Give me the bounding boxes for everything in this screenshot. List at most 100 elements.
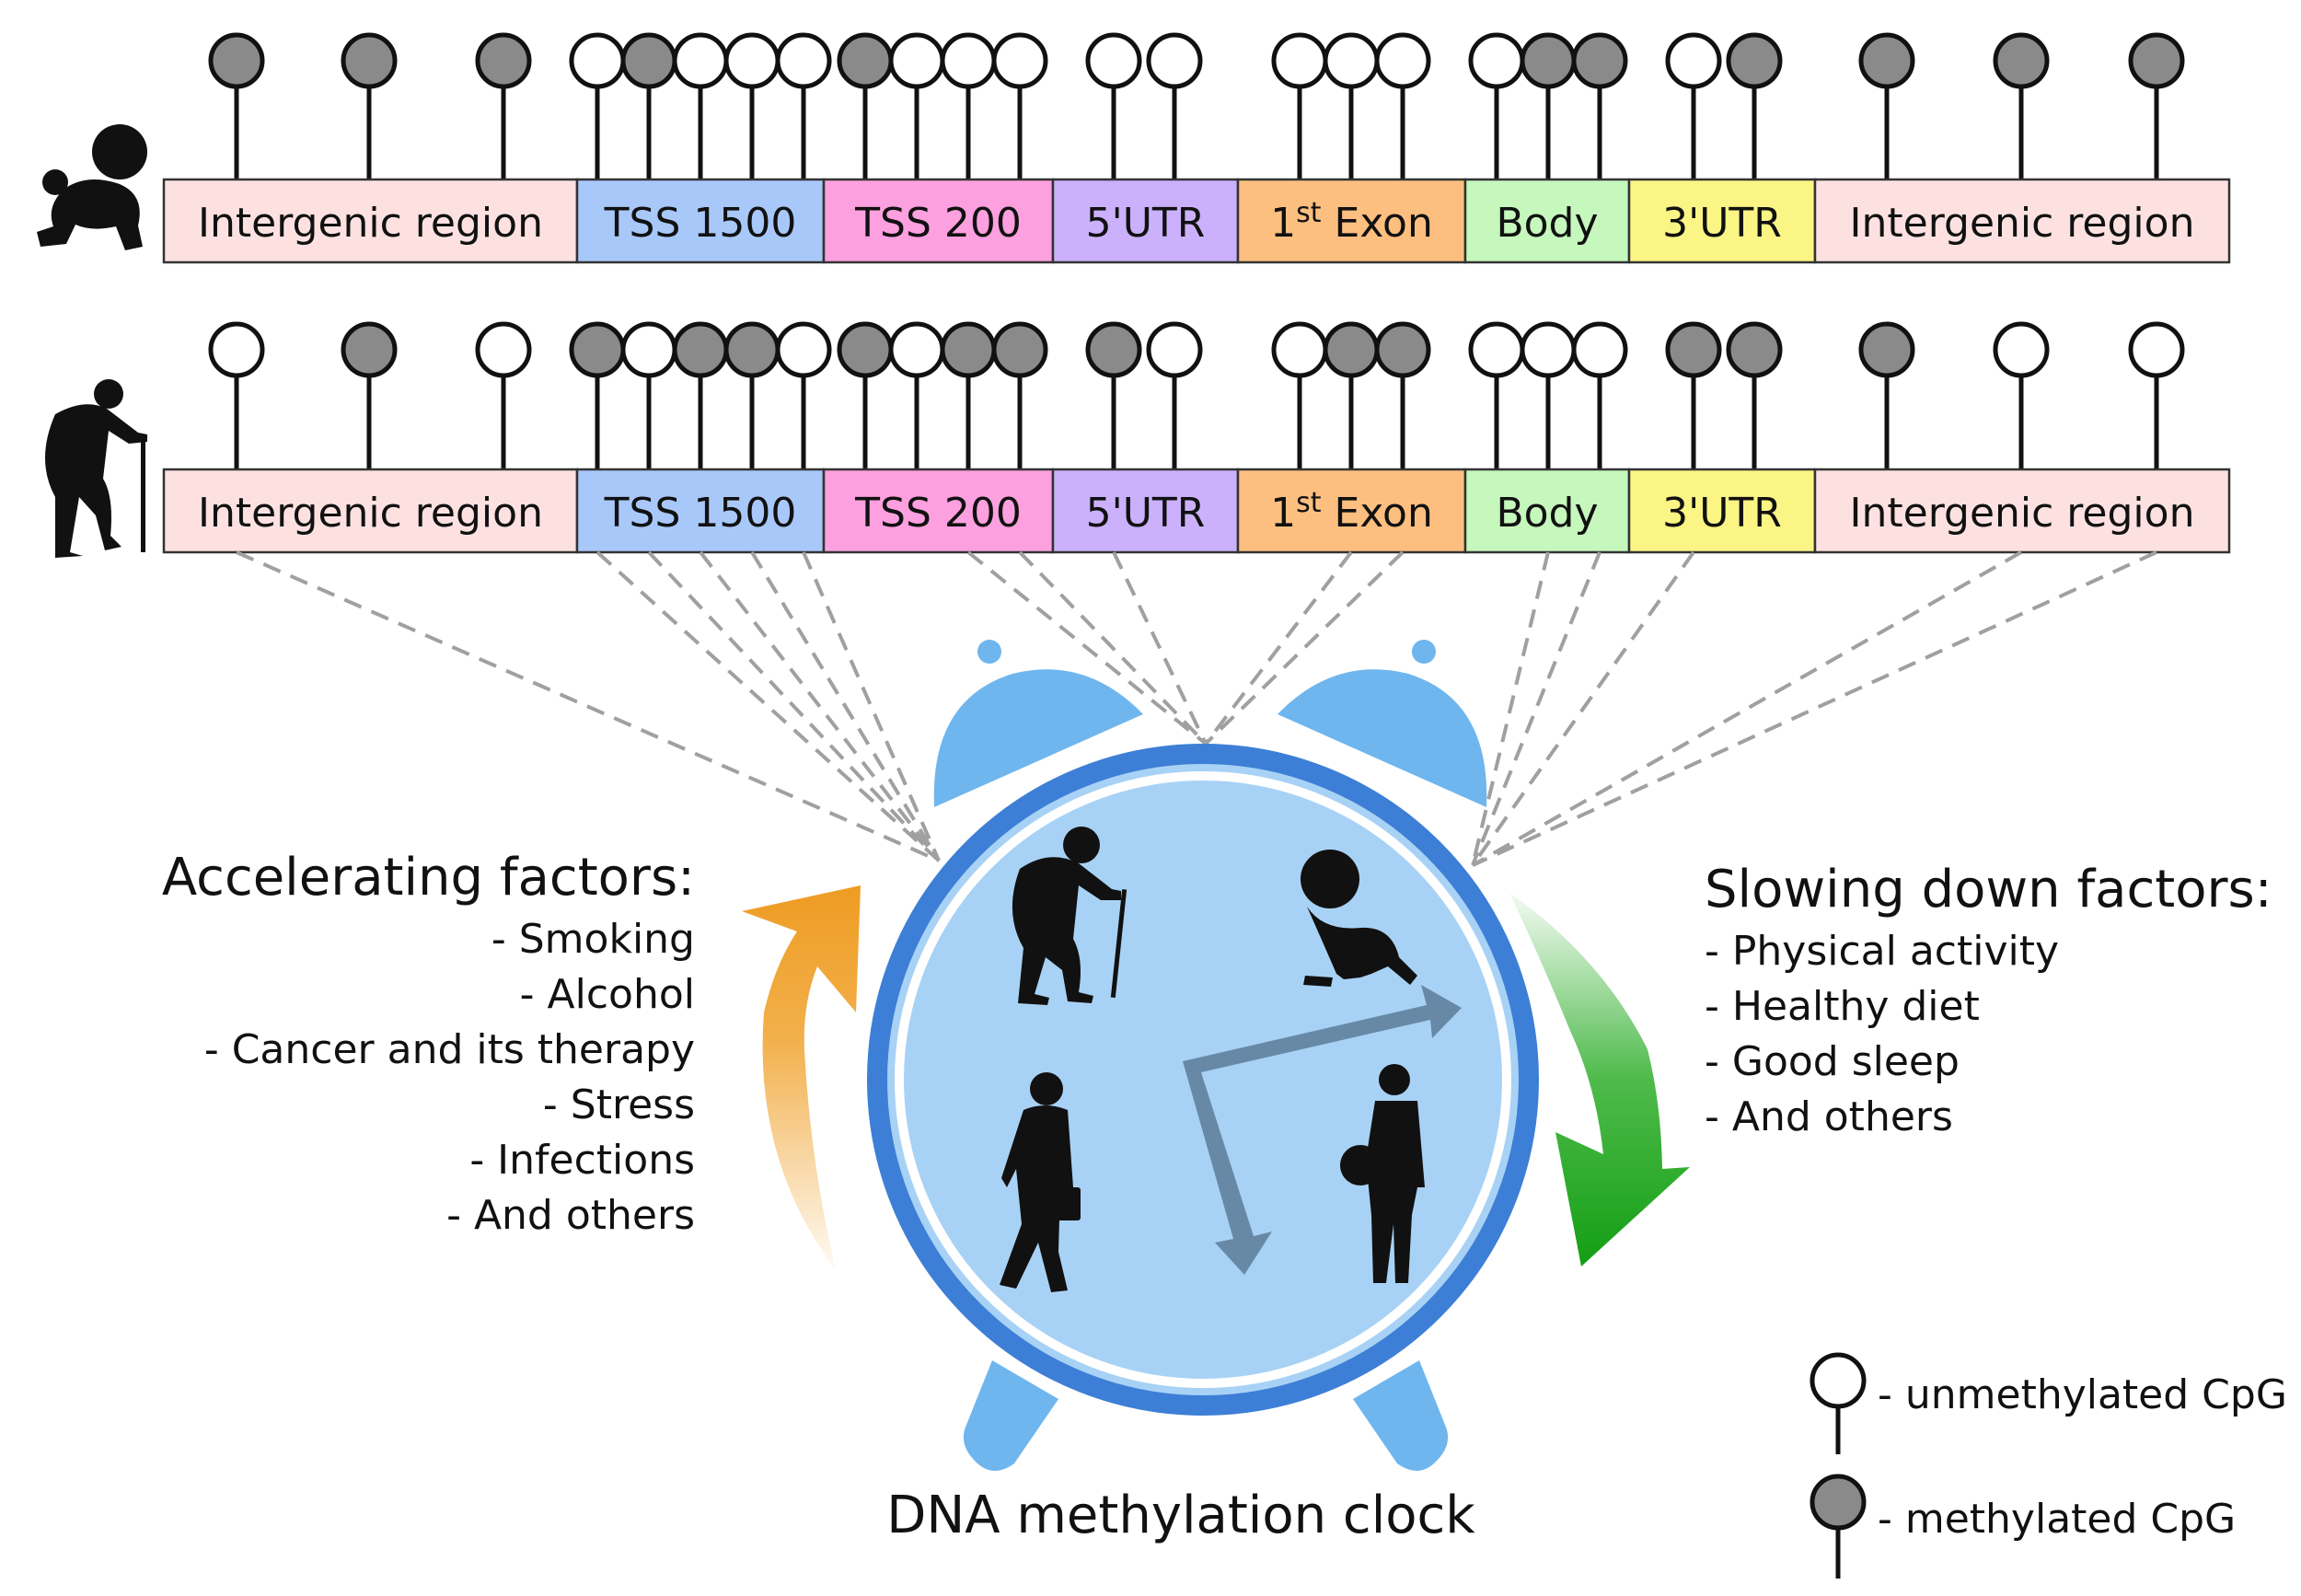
region-segment (1051, 468, 1240, 554)
accelerating-factors: Accelerating factors:- Smoking- Alcohol-… (162, 848, 695, 1239)
methylated-cpg-marker (1520, 32, 1577, 89)
region-segment (575, 468, 826, 554)
elderly-person-icon (45, 379, 147, 558)
region-label: 3'UTR (1662, 200, 1782, 247)
connector-line (966, 550, 1208, 746)
slowing-factors-title: Slowing down factors: (1705, 860, 2272, 919)
region-label: 5'UTR (1086, 490, 1206, 537)
accelerating-factor-item: - Stress (543, 1081, 695, 1128)
unmethylated-cpg-marker (1146, 32, 1203, 89)
unmethylated-cpg-marker (208, 321, 265, 378)
region-segment (1813, 178, 2231, 264)
accelerating-factors-title: Accelerating factors: (162, 848, 695, 908)
region-label: Intergenic region (1850, 490, 2195, 537)
region-label: Body (1496, 200, 1598, 247)
methylated-cpg-marker (620, 32, 677, 89)
region-label: 3'UTR (1662, 490, 1782, 537)
unmethylated-cpg-marker (1271, 321, 1328, 378)
old-genome-track: Intergenic region TSS 1500 TSS 200 5'UTR 1st… (162, 321, 2231, 554)
region-segment (1463, 468, 1631, 554)
unmethylated-cpg-marker (888, 321, 945, 378)
methylated-cpg-marker (1993, 32, 2050, 89)
unmethylated-cpg-marker (1468, 32, 1525, 89)
unmethylated-cpg-marker (1146, 321, 1203, 378)
elderly-figure-icon (1012, 827, 1127, 1005)
legend-methylated-label: - methylated CpG (1878, 1496, 2236, 1543)
methylated-cpg-marker (208, 32, 265, 89)
connector-line (1472, 550, 2022, 867)
legend-methylated-icon (1810, 1474, 1867, 1579)
slowing-factors: Slowing down factors: - Physical activity… (1705, 860, 2272, 1140)
unmethylated-cpg-marker (475, 321, 532, 378)
region-label: 1st Exon (1270, 197, 1433, 247)
unmethylated-cpg-marker (775, 32, 832, 89)
unmethylated-cpg-marker (569, 32, 626, 89)
connector-line (1471, 551, 1601, 866)
methylated-cpg-marker (341, 32, 398, 89)
slowing-factor-item: - Physical activity (1705, 928, 2059, 975)
unmethylated-cpg-marker (940, 32, 997, 89)
connector-line (236, 550, 940, 862)
region-label: Intergenic region (1850, 200, 2195, 247)
slowing-factor-item: - And others (1705, 1093, 1953, 1140)
unmethylated-cpg-marker (1271, 32, 1328, 89)
clock-title: DNA methylation clock (886, 1486, 1475, 1545)
unmethylated-cpg-marker (1571, 321, 1628, 378)
methylated-cpg-marker (1726, 321, 1783, 378)
legend-unmethylated-label: - unmethylated CpG (1878, 1371, 2287, 1418)
methylated-cpg-marker (1085, 321, 1142, 378)
region-segment (1627, 468, 1817, 554)
unmethylated-cpg-marker (775, 321, 832, 378)
region-label: Intergenic region (198, 200, 543, 247)
methylated-cpg-marker (1726, 32, 1783, 89)
methylated-cpg-marker (1858, 321, 1915, 378)
region-segment (1051, 178, 1240, 264)
unmethylated-cpg-marker (1085, 32, 1142, 89)
connector-line (750, 550, 941, 862)
region-segment (822, 178, 1055, 264)
region-label: Intergenic region (198, 490, 543, 537)
unmethylated-cpg-marker (1374, 32, 1431, 89)
methylated-cpg-marker (837, 32, 894, 89)
methylated-cpg-marker (672, 321, 729, 378)
region-segment (1813, 468, 2231, 554)
unmethylated-cpg-marker (1323, 32, 1380, 89)
legend-unmethylated-icon (1810, 1352, 1867, 1454)
connector-line (1204, 550, 1405, 746)
slowing-factor-item: - Good sleep (1705, 1038, 1960, 1085)
methylated-cpg-marker (723, 321, 780, 378)
unmethylated-cpg-marker (1468, 321, 1525, 378)
clock-legs (963, 1360, 1449, 1471)
methylated-cpg-marker (1571, 32, 1628, 89)
region-segment (162, 468, 579, 554)
unmethylated-cpg-marker (888, 32, 945, 89)
baby-figure-icon (1301, 850, 1417, 987)
connector-line (699, 550, 941, 862)
methylated-cpg-marker (1665, 321, 1722, 378)
methylated-cpg-marker (940, 321, 997, 378)
slowing-factor-item: - Healthy diet (1705, 983, 1980, 1030)
connector-line (1471, 551, 1550, 866)
methylated-cpg-marker (1858, 32, 1915, 89)
connector-line (647, 550, 941, 862)
unmethylated-cpg-marker (672, 32, 729, 89)
methylated-cpg-marker (475, 32, 532, 89)
region-segment (1627, 178, 1817, 264)
methylated-cpg-marker (569, 321, 626, 378)
accelerating-factor-item: - Cancer and its therapy (204, 1026, 695, 1073)
unmethylated-cpg-marker (1520, 321, 1577, 378)
methylated-cpg-marker (837, 321, 894, 378)
methylated-cpg-marker (991, 321, 1048, 378)
region-segment (162, 178, 579, 264)
methylated-cpg-marker (1323, 321, 1380, 378)
baby-icon (37, 124, 147, 250)
region-label: 1st Exon (1270, 487, 1433, 537)
connector-line (1018, 550, 1208, 746)
region-label: TSS 200 (854, 490, 1022, 537)
connector-lines (236, 550, 2157, 867)
accelerating-factor-item: - Infections (469, 1137, 695, 1184)
clock-hands (1183, 985, 1462, 1275)
connector-line (595, 550, 941, 862)
region-label: TSS 1500 (604, 490, 797, 537)
